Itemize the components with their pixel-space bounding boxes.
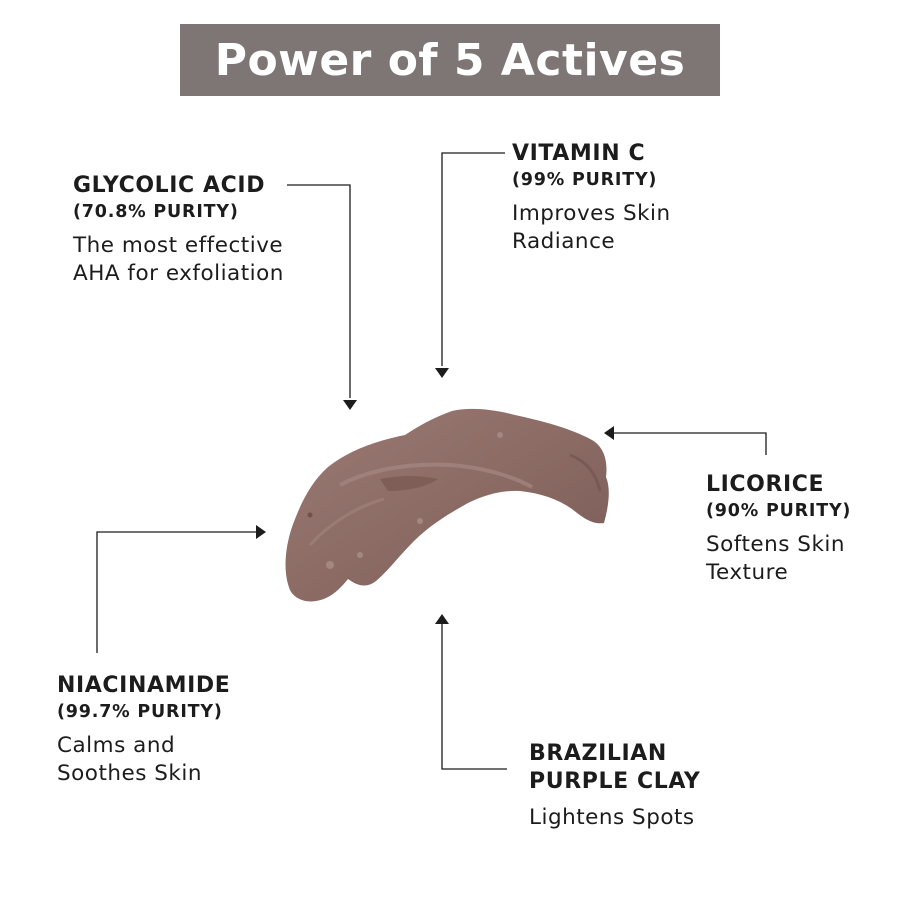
clay-desc-line1: Lightens Spots [529, 805, 695, 830]
clay-description: Lightens Spots [529, 804, 700, 832]
callout-glycolic-acid: GLYCOLIC ACID (70.8% PURITY) The most ef… [73, 172, 284, 288]
licorice-connector [614, 432, 767, 455]
page-title: Power of 5 Actives [214, 34, 686, 86]
callout-vitamin-c: VITAMIN C (99% PURITY) Improves Skin Rad… [512, 140, 671, 256]
niacinamide-arrow-icon [256, 525, 266, 539]
glycolic-acid-desc-line2: AHA for exfoliation [73, 261, 284, 286]
clay-smear-image [285, 408, 609, 602]
clay-name-line1: BRAZILIAN [529, 741, 667, 766]
clay-name-line2: PURPLE CLAY [529, 769, 701, 794]
clay-connector [441, 624, 507, 770]
glycolic-connector [287, 184, 351, 398]
niacinamide-desc-line1: Calms and [57, 733, 176, 758]
vitamin-c-connector [441, 152, 505, 366]
licorice-description: Softens Skin Texture [706, 531, 851, 587]
licorice-desc-line2: Texture [706, 560, 789, 585]
niacinamide-description: Calms and Soothes Skin [57, 732, 230, 788]
callout-niacinamide: NIACINAMIDE (99.7% PURITY) Calms and Soo… [57, 672, 230, 788]
licorice-desc-line1: Softens Skin [706, 532, 846, 557]
glycolic-arrow-icon [343, 400, 357, 410]
niacinamide-connector [96, 531, 256, 653]
vitamin-c-desc-line2: Radiance [512, 229, 616, 254]
niacinamide-name: NIACINAMIDE [57, 673, 231, 698]
clay-arrow-icon [435, 614, 449, 624]
niacinamide-desc-line2: Soothes Skin [57, 761, 202, 786]
glycolic-acid-description: The most effective AHA for exfoliation [73, 232, 284, 288]
licorice-purity: (90% PURITY) [706, 501, 852, 521]
title-banner: Power of 5 Actives [180, 24, 720, 96]
glycolic-acid-desc-line1: The most effective [73, 233, 284, 258]
vitamin-c-purity: (99% PURITY) [512, 170, 658, 190]
vitamin-c-name: VITAMIN C [512, 141, 646, 166]
licorice-name: LICORICE [706, 472, 825, 497]
callout-licorice: LICORICE (90% PURITY) Softens Skin Textu… [706, 471, 851, 587]
callout-brazilian-purple-clay: BRAZILIAN PURPLE CLAY Lightens Spots [529, 740, 700, 832]
niacinamide-purity: (99.7% PURITY) [57, 702, 223, 722]
licorice-arrow-icon [604, 426, 614, 440]
vitamin-c-arrow-icon [435, 368, 449, 378]
glycolic-acid-purity: (70.8% PURITY) [73, 202, 239, 222]
vitamin-c-desc-line1: Improves Skin [512, 201, 671, 226]
glycolic-acid-name: GLYCOLIC ACID [73, 173, 266, 198]
vitamin-c-description: Improves Skin Radiance [512, 200, 671, 256]
